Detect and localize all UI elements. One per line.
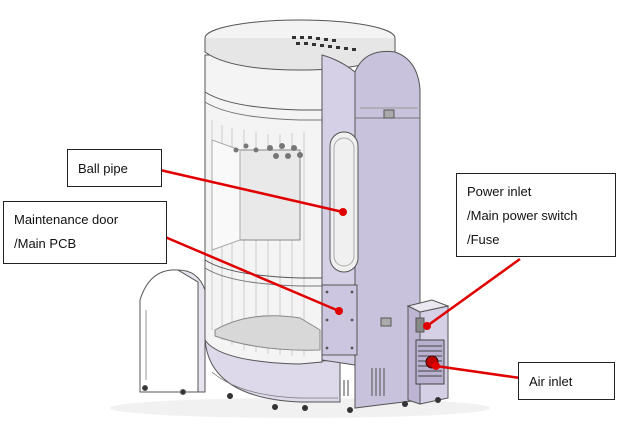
glass-cylinder — [204, 54, 323, 365]
air-inlet-leader — [435, 364, 521, 380]
top-lid — [204, 19, 396, 71]
power-inlet-leader — [426, 257, 521, 328]
label-air-inlet: Air inlet — [518, 362, 615, 400]
label-ball-pipe: Ball pipe — [67, 149, 162, 187]
casters — [227, 393, 441, 413]
power-box — [406, 299, 450, 405]
label-power-inlet: Power inlet /Main power switch /Fuse — [456, 173, 616, 257]
side-cabinet — [139, 269, 206, 395]
label-power-inlet-line3: /Fuse — [467, 232, 500, 247]
leader-lines — [157, 168, 521, 380]
ball-pipe-leader — [159, 168, 344, 214]
label-maintenance-door: Maintenance door /Main PCB — [3, 201, 167, 264]
label-power-inlet-line1: Power inlet — [467, 184, 532, 199]
label-maintenance-door-line2: /Main PCB — [14, 236, 77, 251]
label-maintenance-door-line1: Maintenance door — [14, 212, 119, 227]
label-ball-pipe-text: Ball pipe — [78, 161, 128, 176]
label-power-inlet-line2: /Main power switch — [467, 208, 578, 223]
label-air-inlet-text: Air inlet — [529, 374, 573, 389]
ball-pipe-window — [329, 131, 359, 273]
maintenance-door — [321, 284, 358, 356]
maintenance-door-leader — [157, 232, 340, 313]
